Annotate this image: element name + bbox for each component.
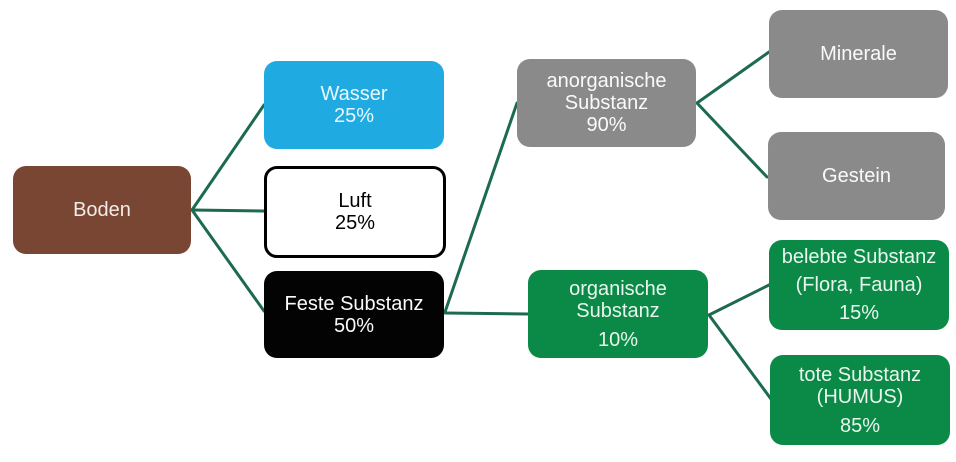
node-anorganische-substanz: anorganische Substanz 90% [517,59,696,147]
node-label: Gestein [822,165,891,187]
node-organische-substanz: organische Substanz 10% [528,270,708,358]
node-label: Feste Substanz [284,292,424,315]
node-percentage: 25% [334,212,376,234]
connector-feste-organische [443,311,530,316]
node-label: Substanz [576,299,660,322]
node-gestein: Gestein [768,132,945,220]
node-luft: Luft 25% [264,166,446,258]
node-feste-substanz: Feste Substanz 50% [264,271,444,358]
connector-boden-feste-substanz [190,208,266,313]
node-minerale: Minerale [769,10,948,98]
connector-boden-wasser [190,103,266,212]
node-label: Boden [73,199,131,221]
node-label: Wasser [320,83,388,105]
node-percentage: 90% [586,114,627,136]
connector-organische-belebte [707,283,771,317]
connector-boden-luft [190,208,266,213]
node-label: organische [569,277,667,300]
node-boden: Boden [13,166,191,254]
node-label: tote Substanz [798,363,922,386]
node-percentage: 10% [597,328,639,351]
node-percentage: 85% [839,414,881,437]
node-label: belebte Substanz [781,246,937,268]
node-belebte-substanz: belebte Substanz (Flora, Fauna) 15% [769,240,949,330]
node-sublabel: (Flora, Fauna) [795,274,923,296]
node-wasser: Wasser 25% [264,61,444,149]
connector-anorganische-gestein [695,101,769,179]
node-label: Substanz [564,92,649,114]
node-percentage: 15% [838,302,880,324]
connector-feste-anorganische [443,101,519,314]
node-percentage: 50% [333,314,375,337]
node-sublabel: (HUMUS) [816,385,904,408]
node-label: Luft [338,190,372,212]
node-tote-substanz: tote Substanz (HUMUS) 85% [770,355,950,445]
connector-anorganische-minerale [695,50,771,105]
node-label: Minerale [820,43,897,65]
node-percentage: 25% [333,105,375,127]
connector-organische-tote [707,313,773,401]
node-label: anorganische [546,70,667,92]
